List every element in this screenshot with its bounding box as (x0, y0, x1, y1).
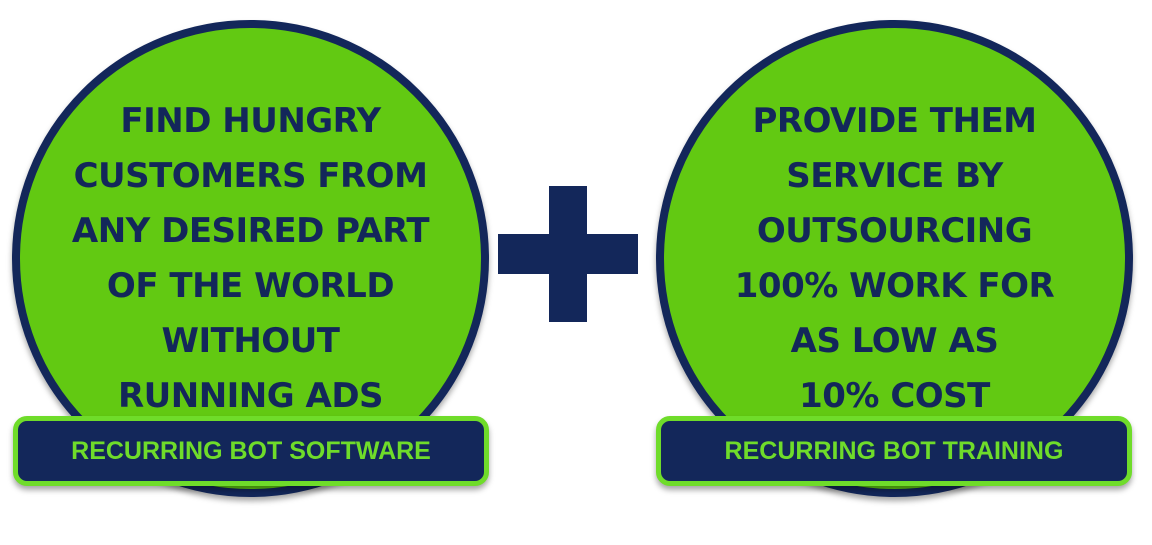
left-line: OF THE WORLD (106, 266, 395, 306)
software-label: RECURRING BOT SOFTWARE (13, 416, 489, 486)
left-line: CUSTOMERS FROM (73, 156, 428, 196)
right-line: AS LOW AS (790, 321, 999, 361)
left-circle-text: FIND HUNGRY CUSTOMERS FROM ANY DESIRED P… (20, 94, 481, 424)
left-line: ANY DESIRED PART (71, 211, 430, 251)
right-line: PROVIDE THEM (752, 101, 1037, 141)
plus-icon-vertical (549, 186, 587, 322)
training-label: RECURRING BOT TRAINING (656, 416, 1132, 486)
right-circle-text: PROVIDE THEM SERVICE BY OUTSOURCING 100%… (664, 94, 1125, 424)
left-line: WITHOUT (161, 321, 340, 361)
left-line: RUNNING ADS (117, 376, 384, 416)
left-line: FIND HUNGRY (120, 101, 381, 141)
right-line: 100% WORK FOR (734, 266, 1055, 306)
right-line: OUTSOURCING (756, 211, 1033, 251)
right-line: SERVICE BY (786, 156, 1003, 196)
right-line: 10% COST (799, 376, 990, 416)
